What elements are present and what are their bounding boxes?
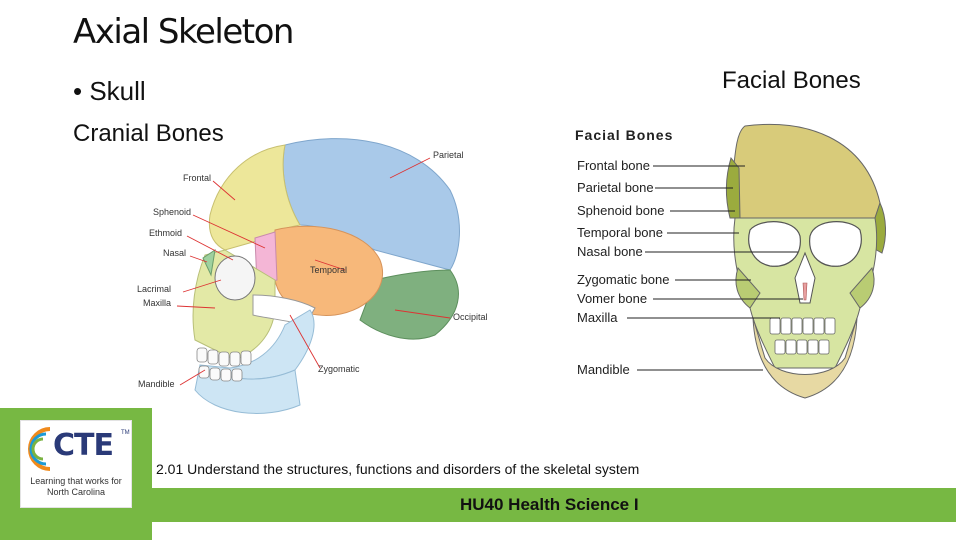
front-diagram-title: Facial Bones bbox=[575, 127, 673, 143]
front-label-6: Vomer bone bbox=[577, 291, 647, 306]
cte-logo-text: CTE bbox=[53, 428, 114, 463]
facial-bones-heading: Facial Bones bbox=[722, 67, 861, 94]
mandible-shape bbox=[752, 317, 858, 399]
front-label-8: Mandible bbox=[577, 362, 630, 377]
lateral-skull-diagram: Parietal Frontal Sphenoid Ethmoid Nasal … bbox=[137, 138, 488, 414]
front-label-2: Sphenoid bone bbox=[577, 203, 664, 218]
footer-band bbox=[150, 488, 956, 522]
course-label: HU40 Health Science I bbox=[460, 495, 639, 514]
frontal-skull-diagram: Facial Bones Frontal bone Parietal bone … bbox=[575, 123, 886, 399]
frontal-bone-shape bbox=[729, 123, 881, 219]
label-ethmoid: Ethmoid bbox=[149, 228, 182, 238]
slide-title: Axial Skeleton bbox=[73, 12, 294, 52]
label-lacrimal: Lacrimal bbox=[137, 284, 171, 294]
label-temporal: Temporal bbox=[310, 265, 347, 275]
front-label-5: Zygomatic bone bbox=[577, 272, 670, 287]
cranial-bones-heading: Cranial Bones bbox=[73, 120, 224, 147]
objective-text: 2.01 Understand the structures, function… bbox=[156, 461, 640, 477]
front-label-7: Maxilla bbox=[577, 310, 618, 325]
bullet-skull: • Skull bbox=[73, 76, 146, 106]
label-zygomatic: Zygomatic bbox=[318, 364, 360, 374]
label-nasal: Nasal bbox=[163, 248, 186, 258]
cte-tagline: Learning that works for North Carolina bbox=[30, 476, 122, 497]
label-occipital: Occipital bbox=[453, 312, 488, 322]
front-label-4: Nasal bone bbox=[577, 244, 643, 259]
label-parietal: Parietal bbox=[433, 150, 464, 160]
label-maxilla: Maxilla bbox=[143, 298, 171, 308]
front-label-1: Parietal bone bbox=[577, 180, 654, 195]
cte-tm-mark: TM bbox=[121, 430, 130, 436]
front-label-0: Frontal bone bbox=[577, 158, 650, 173]
label-frontal: Frontal bbox=[183, 173, 211, 183]
occipital-region bbox=[359, 269, 459, 340]
label-mandible: Mandible bbox=[138, 379, 175, 389]
label-sphenoid: Sphenoid bbox=[153, 207, 191, 217]
cte-logo-arc-icon bbox=[28, 427, 51, 471]
front-label-3: Temporal bone bbox=[577, 225, 663, 240]
